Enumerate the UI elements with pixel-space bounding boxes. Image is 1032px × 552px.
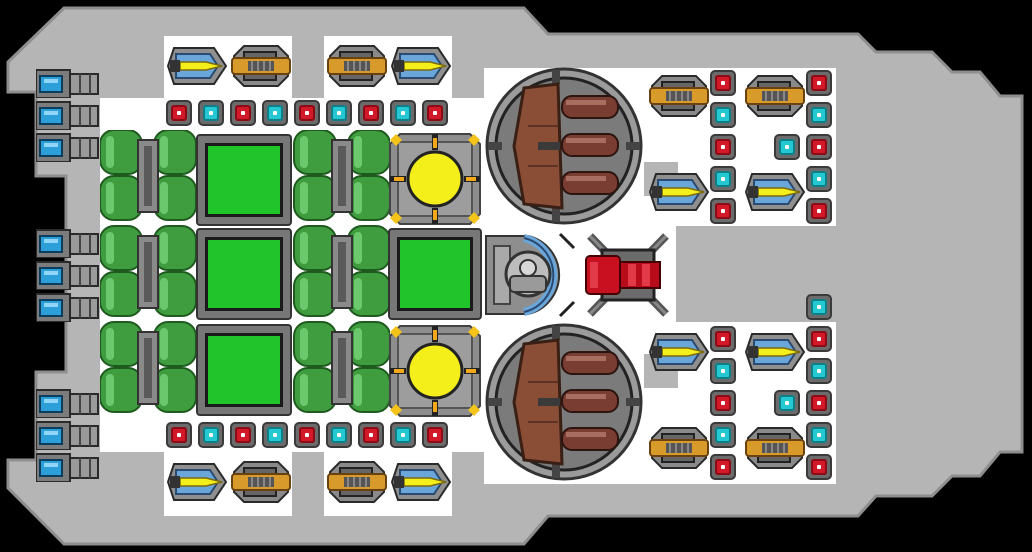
- cyan-node-icon: [390, 422, 416, 448]
- thruster-icon: [36, 453, 99, 482]
- cyan-node-icon: [262, 422, 288, 448]
- gatling-gun-icon: [231, 45, 291, 87]
- thruster-icon: [36, 261, 99, 290]
- laser-turret-icon: [166, 47, 228, 85]
- triple-cannon-icon: [485, 67, 643, 225]
- shield-bridge-icon: [485, 234, 561, 316]
- red-node-icon: [230, 422, 256, 448]
- red-node-icon: [230, 100, 256, 126]
- laser-turret-icon: [744, 173, 806, 211]
- thruster-icon: [36, 101, 99, 130]
- cyan-node-icon: [710, 102, 736, 128]
- cyan-node-icon: [262, 100, 288, 126]
- cyan-node-icon: [806, 102, 832, 128]
- triple-cannon-icon: [485, 323, 643, 481]
- cyan-node-icon: [710, 422, 736, 448]
- laser-turret-icon: [648, 333, 710, 371]
- laser-turret-icon: [744, 333, 806, 371]
- cyan-node-icon: [390, 100, 416, 126]
- thruster-icon: [36, 421, 99, 450]
- gatling-gun-icon: [327, 45, 387, 87]
- laser-turret-icon: [390, 463, 452, 501]
- red-node-icon: [166, 422, 192, 448]
- thruster-icon: [36, 389, 99, 418]
- red-node-icon: [166, 100, 192, 126]
- red-node-icon: [358, 100, 384, 126]
- gatling-gun-icon: [231, 461, 291, 503]
- reactor-icon: [196, 228, 292, 320]
- laser-turret-icon: [390, 47, 452, 85]
- gatling-gun-icon: [649, 427, 709, 469]
- red-node-icon: [806, 454, 832, 480]
- red-node-icon: [710, 326, 736, 352]
- fuel-tank-bank: [100, 130, 390, 413]
- reactor-icon: [388, 228, 482, 320]
- cyan-node-icon: [710, 166, 736, 192]
- gatling-gun-icon: [649, 75, 709, 117]
- cyan-node-icon: [198, 100, 224, 126]
- thruster-icon: [36, 293, 99, 322]
- laser-turret-icon: [166, 463, 228, 501]
- cyan-node-icon: [326, 422, 352, 448]
- gatling-gun-icon: [745, 427, 805, 469]
- red-turret-icon: [585, 233, 669, 317]
- thruster-icon: [36, 133, 99, 162]
- cyan-node-icon: [774, 134, 800, 160]
- cyan-node-icon: [198, 422, 224, 448]
- reactor-icon: [196, 134, 292, 226]
- red-node-icon: [294, 422, 320, 448]
- cyan-node-icon: [326, 100, 352, 126]
- red-node-icon: [422, 422, 448, 448]
- gatling-gun-icon: [327, 461, 387, 503]
- red-node-icon: [710, 134, 736, 160]
- laser-turret-icon: [648, 173, 710, 211]
- cyan-node-icon: [806, 166, 832, 192]
- red-node-icon: [806, 326, 832, 352]
- red-node-icon: [710, 70, 736, 96]
- red-node-icon: [710, 454, 736, 480]
- thruster-icon: [36, 69, 99, 98]
- yellow-core-icon: [389, 325, 481, 417]
- cyan-node-icon: [710, 358, 736, 384]
- cyan-node-icon: [774, 390, 800, 416]
- red-node-icon: [294, 100, 320, 126]
- panel-fore-gap2: [806, 226, 836, 292]
- red-node-icon: [422, 100, 448, 126]
- red-node-icon: [710, 198, 736, 224]
- red-node-icon: [806, 390, 832, 416]
- cyan-node-icon: [806, 358, 832, 384]
- red-node-icon: [806, 70, 832, 96]
- red-node-icon: [710, 390, 736, 416]
- thruster-icon: [36, 229, 99, 258]
- bridge-corner-icon: [558, 232, 576, 318]
- cyan-node-icon: [806, 422, 832, 448]
- gatling-gun-icon: [745, 75, 805, 117]
- red-node-icon: [806, 134, 832, 160]
- red-node-icon: [806, 198, 832, 224]
- reactor-icon: [196, 324, 292, 416]
- yellow-core-icon: [389, 133, 481, 225]
- cyan-node-icon: [806, 294, 832, 320]
- red-node-icon: [358, 422, 384, 448]
